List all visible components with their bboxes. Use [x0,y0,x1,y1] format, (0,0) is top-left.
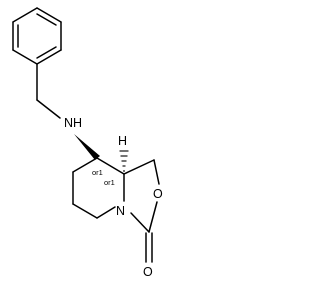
piperidine-ring [72,157,125,219]
stereo-hydrogen-label: H [118,134,127,148]
ring-nitrogen-label: N [116,204,125,218]
wedge-bond [74,134,100,160]
stereo-label-c8a: or1 [104,178,115,187]
carbonyl-oxygen-label: O [143,265,153,279]
amine-nh-label: NH [64,116,82,130]
stereo-label-c8: or1 [92,168,103,177]
benzene-ring [12,7,62,65]
oxazolidinone-ring [123,159,160,233]
structure-diagram: NH H O N O or1 or1 [12,7,163,279]
ch2-to-nh-bond [36,99,61,119]
hashed-bond [119,150,129,172]
ring-oxygen-label: O [153,187,163,201]
